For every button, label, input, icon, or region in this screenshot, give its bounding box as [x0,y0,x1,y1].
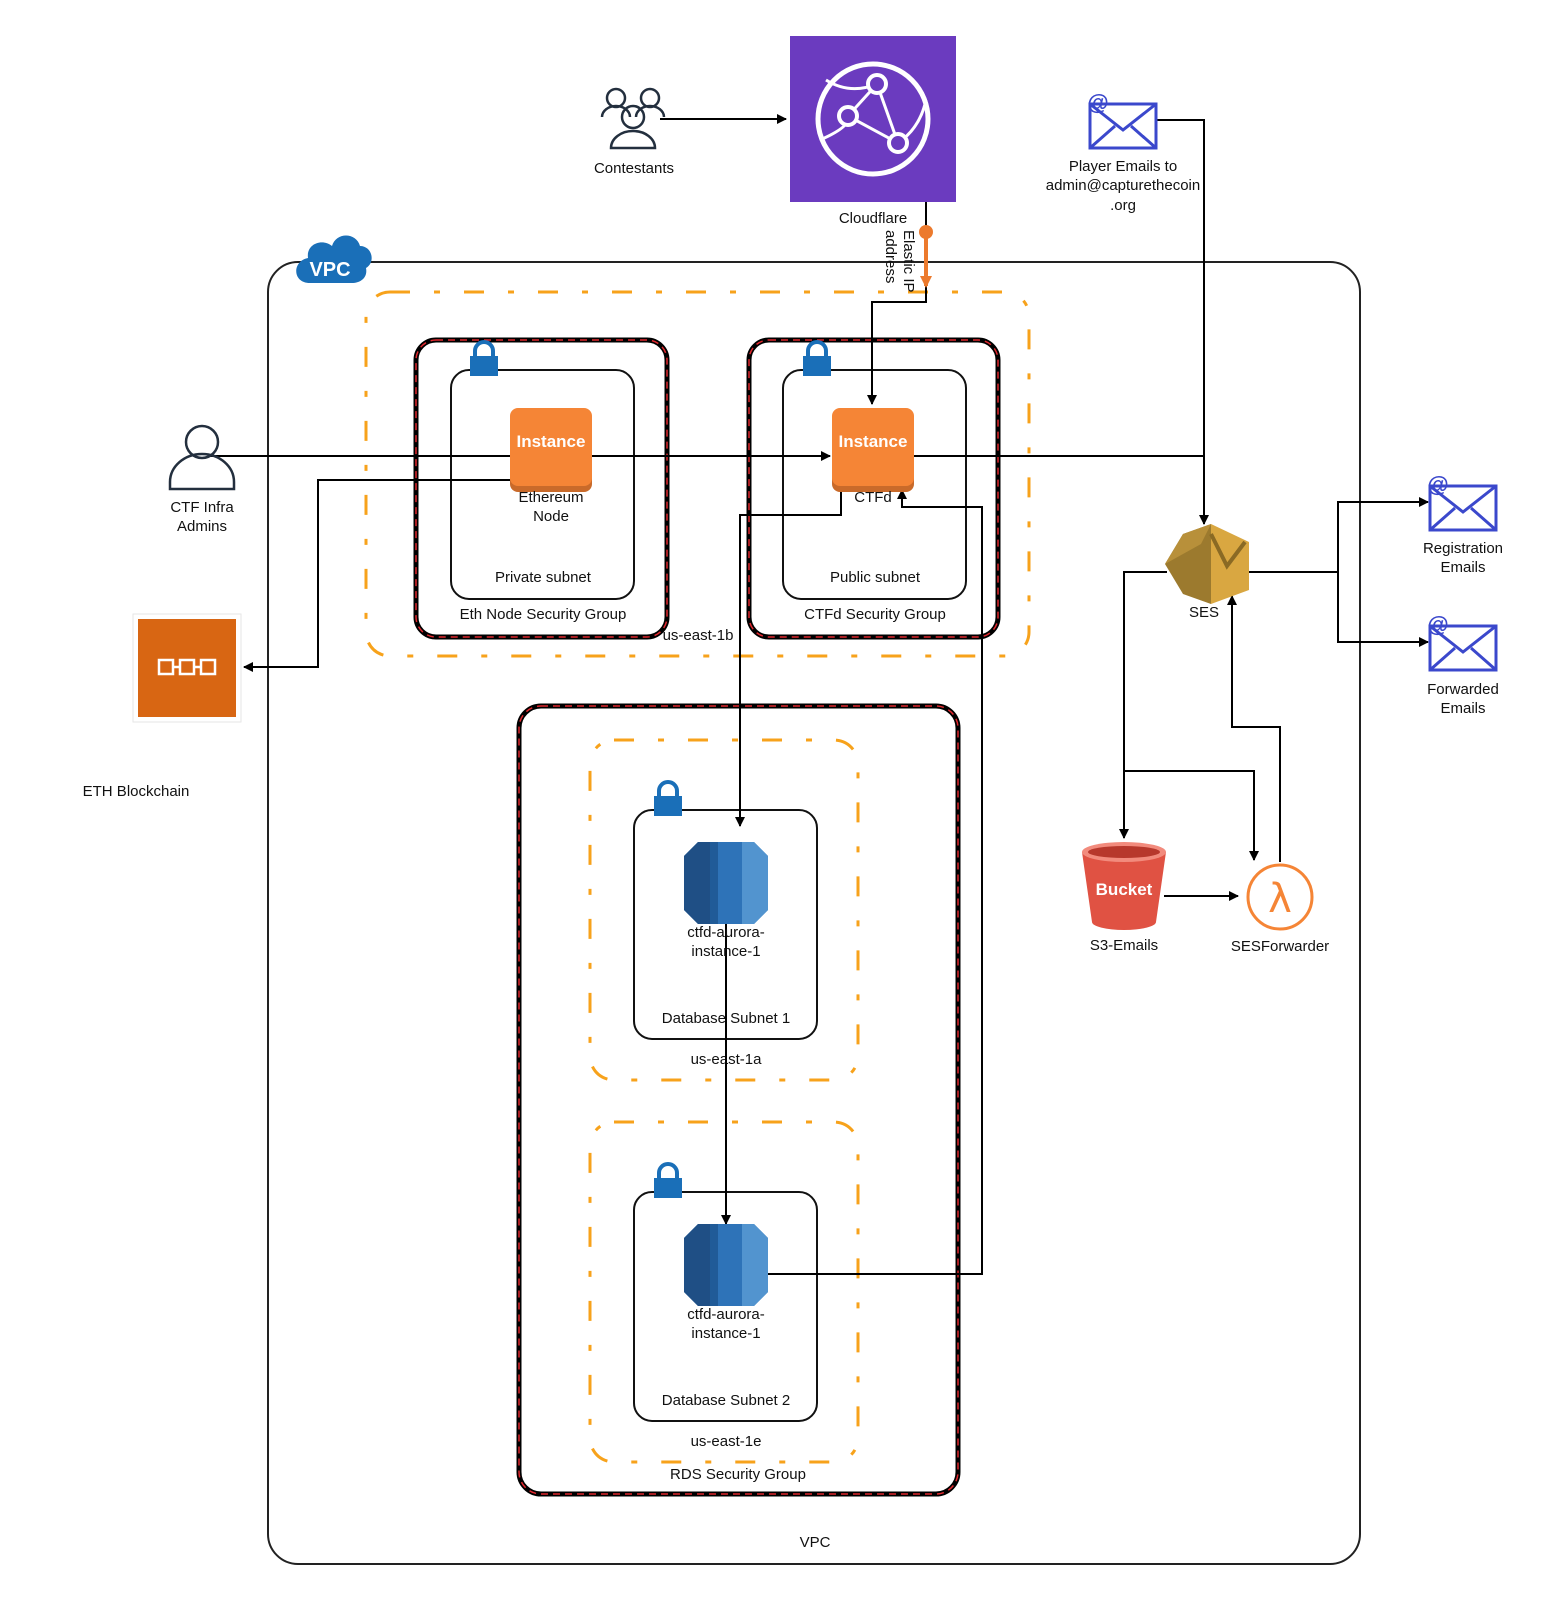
svg-text:λ: λ [1268,876,1292,922]
ethereum-node-label-line1: Ethereum [518,489,583,506]
bucket-label: Bucket [1096,880,1153,899]
ctfd-sg-label: CTFd Security Group [804,606,946,623]
ctf-admins-label-line2: Admins [177,518,227,535]
lambda-to-ses-arrow [1227,595,1281,862]
db2-to-ctfd-arrow [767,489,983,1275]
lock-icon [654,780,682,816]
player-emails-label-line1: Player Emails to [1069,158,1177,175]
registration-emails-label-line1: Registration [1423,540,1503,557]
public-subnet-label: Public subnet [830,569,921,586]
vpc-cloud-icon: VPC [296,235,372,283]
vpc-container [267,261,1361,1565]
lock-icon [803,340,831,376]
ec2-instance-icon: Instance [510,408,592,492]
private-subnet [450,369,635,600]
s3-emails-label: S3-Emails [1090,937,1158,954]
eth-blockchain-label: ETH Blockchain [83,783,190,800]
rds-security-group [516,703,961,1497]
s3-bucket-icon: Bucket [1082,842,1166,930]
vpc-badge-label: VPC [309,259,350,281]
rds-database-icon [684,842,768,924]
rds-sg-label: RDS Security Group [670,1466,806,1483]
private-subnet-label: Private subnet [495,569,592,586]
lock-icon [654,1162,682,1198]
player-emails-label-line2: admin@capturethecoin [1046,177,1200,194]
player-emails-label-line3: .org [1110,197,1136,214]
cloudflare-label: Cloudflare [839,210,907,227]
elastic-ip-label-line1: Elastic IP [900,230,917,293]
db2-label-line2: instance-1 [691,1325,760,1342]
svg-text:@: @ [1427,612,1448,637]
cloudflare-network-icon [790,36,956,202]
ctfd-label: CTFd [854,489,892,506]
contestants-label: Contestants [594,160,674,177]
email-icon: @ [1427,472,1498,532]
forwarded-emails-label-line1: Forwarded [1427,681,1499,698]
users-icon [600,87,666,150]
player-emails-to-ses-arrow [1156,119,1209,525]
ses-forwarder-label: SESForwarder [1231,938,1329,955]
eth-node-security-group [413,337,670,640]
ec2-instance-icon: Instance [832,408,914,492]
db2-label-line1: ctfd-aurora- [687,1306,765,1323]
eth-node-to-blockchain-arrow [243,479,510,672]
lock-icon [470,340,498,376]
svg-text:@: @ [1427,472,1448,497]
registration-emails-label-line2: Emails [1440,559,1485,576]
ses-to-lambda-arrow [1124,770,1259,861]
az-us-east-1e-label: us-east-1e [691,1433,762,1450]
ctfd-instance-label: Instance [839,432,908,451]
ctfd-security-group [746,337,1001,640]
public-subnet [782,369,967,600]
ses-to-registration-arrow [1246,497,1429,573]
user-icon [168,424,236,491]
ctfd-to-db1-arrow [735,490,842,827]
eth-instance-label: Instance [517,432,586,451]
blockchain-icon [132,613,242,723]
ses-label: SES [1189,604,1219,621]
rds-database-icon [684,1224,768,1306]
ses-to-forwarded-arrow [1337,572,1429,647]
elastic-ip-label-line2: address [882,230,899,283]
eth-node-sg-label: Eth Node Security Group [460,606,627,623]
ses-icon [1165,524,1249,604]
lambda-icon: λ [1246,863,1314,931]
ctf-admins-label-line1: CTF Infra [170,499,234,516]
elastic-ip-connector [919,225,933,288]
svg-text:@: @ [1087,90,1108,115]
database-subnet-2-label: Database Subnet 2 [662,1392,790,1409]
forwarded-emails-label-line2: Emails [1440,700,1485,717]
db1-label-line2: instance-1 [691,943,760,960]
az-us-east-1b-label: us-east-1b [663,627,734,644]
db1-label-line1: ctfd-aurora- [687,924,765,941]
email-icon: @ [1427,612,1498,672]
ses-to-bucket-arrow [1119,571,1167,839]
email-icon: @ [1087,90,1158,150]
az-us-east-1b [364,290,1031,658]
vpc-label: VPC [800,1534,831,1551]
ethereum-node-label-line2: Node [533,508,569,525]
